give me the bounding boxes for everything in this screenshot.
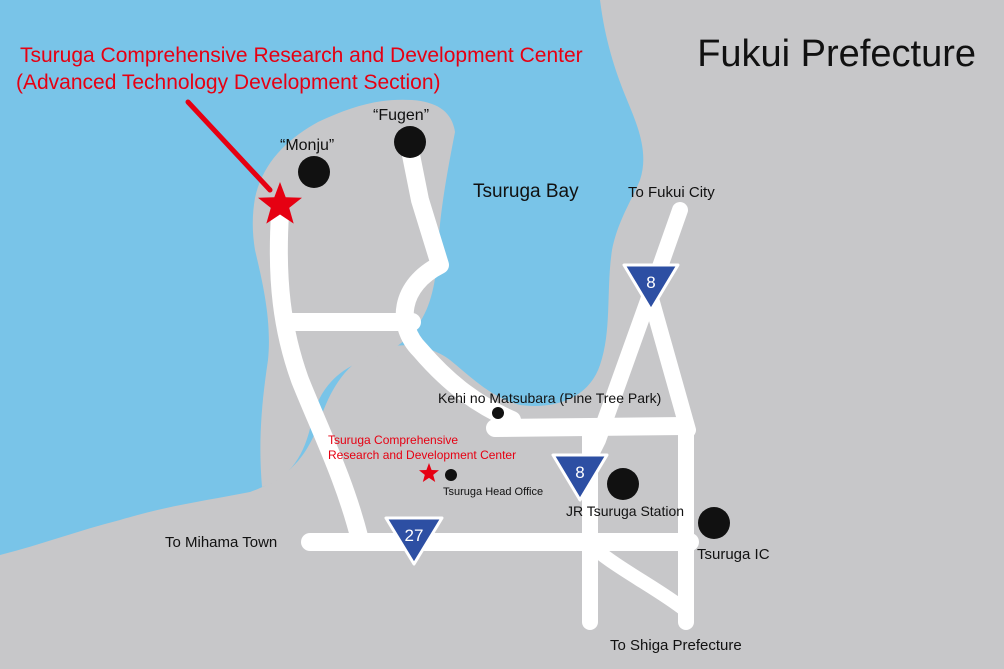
location-dot-icon	[698, 507, 730, 539]
road-west-coast	[269, 205, 369, 549]
route-shield-icon: 8	[622, 263, 680, 312]
location-dot-icon	[394, 126, 426, 158]
label-center-line-1: Tsuruga Comprehensive	[328, 433, 458, 447]
route27-label: 27	[405, 526, 424, 545]
star-icon	[419, 463, 439, 482]
location-dot-icon	[607, 468, 639, 500]
label-tsuruga-ic: Tsuruga IC	[697, 546, 770, 563]
star-icon	[258, 182, 302, 224]
location-dot-icon	[445, 469, 457, 481]
label-jr-station: JR Tsuruga Station	[566, 503, 684, 519]
road-route8-east	[642, 287, 696, 438]
location-dot-icon	[492, 407, 504, 419]
route-shield-icon: 8	[551, 453, 609, 502]
callout-line-1: Tsuruga Comprehensive Research and Devel…	[20, 44, 583, 67]
route-shield-icon: 27	[384, 516, 444, 566]
label-kehi: Kehi no Matsubara (Pine Tree Park)	[438, 390, 661, 406]
label-head-office: Tsuruga Head Office	[443, 486, 543, 498]
callout-arrow-icon	[185, 99, 273, 193]
road-south-curve	[587, 541, 692, 617]
road-fugen	[395, 141, 521, 429]
label-center-line-2: Research and Development Center	[328, 448, 516, 462]
route8-south-label: 8	[575, 463, 584, 482]
location-dot-icon	[298, 156, 330, 188]
map-title: Fukui Prefecture	[697, 33, 976, 75]
callout-line-2: (Advanced Technology Development Section…	[16, 71, 441, 94]
label-fugen: “Fugen”	[373, 107, 429, 124]
label-fukui-city: To Fukui City	[628, 184, 715, 201]
route8-north-label: 8	[646, 273, 655, 292]
label-bay: Tsuruga Bay	[473, 181, 579, 202]
label-monju: “Monju”	[280, 137, 334, 154]
label-shiga: To Shiga Prefecture	[610, 637, 742, 654]
label-mihama: To Mihama Town	[165, 534, 277, 551]
